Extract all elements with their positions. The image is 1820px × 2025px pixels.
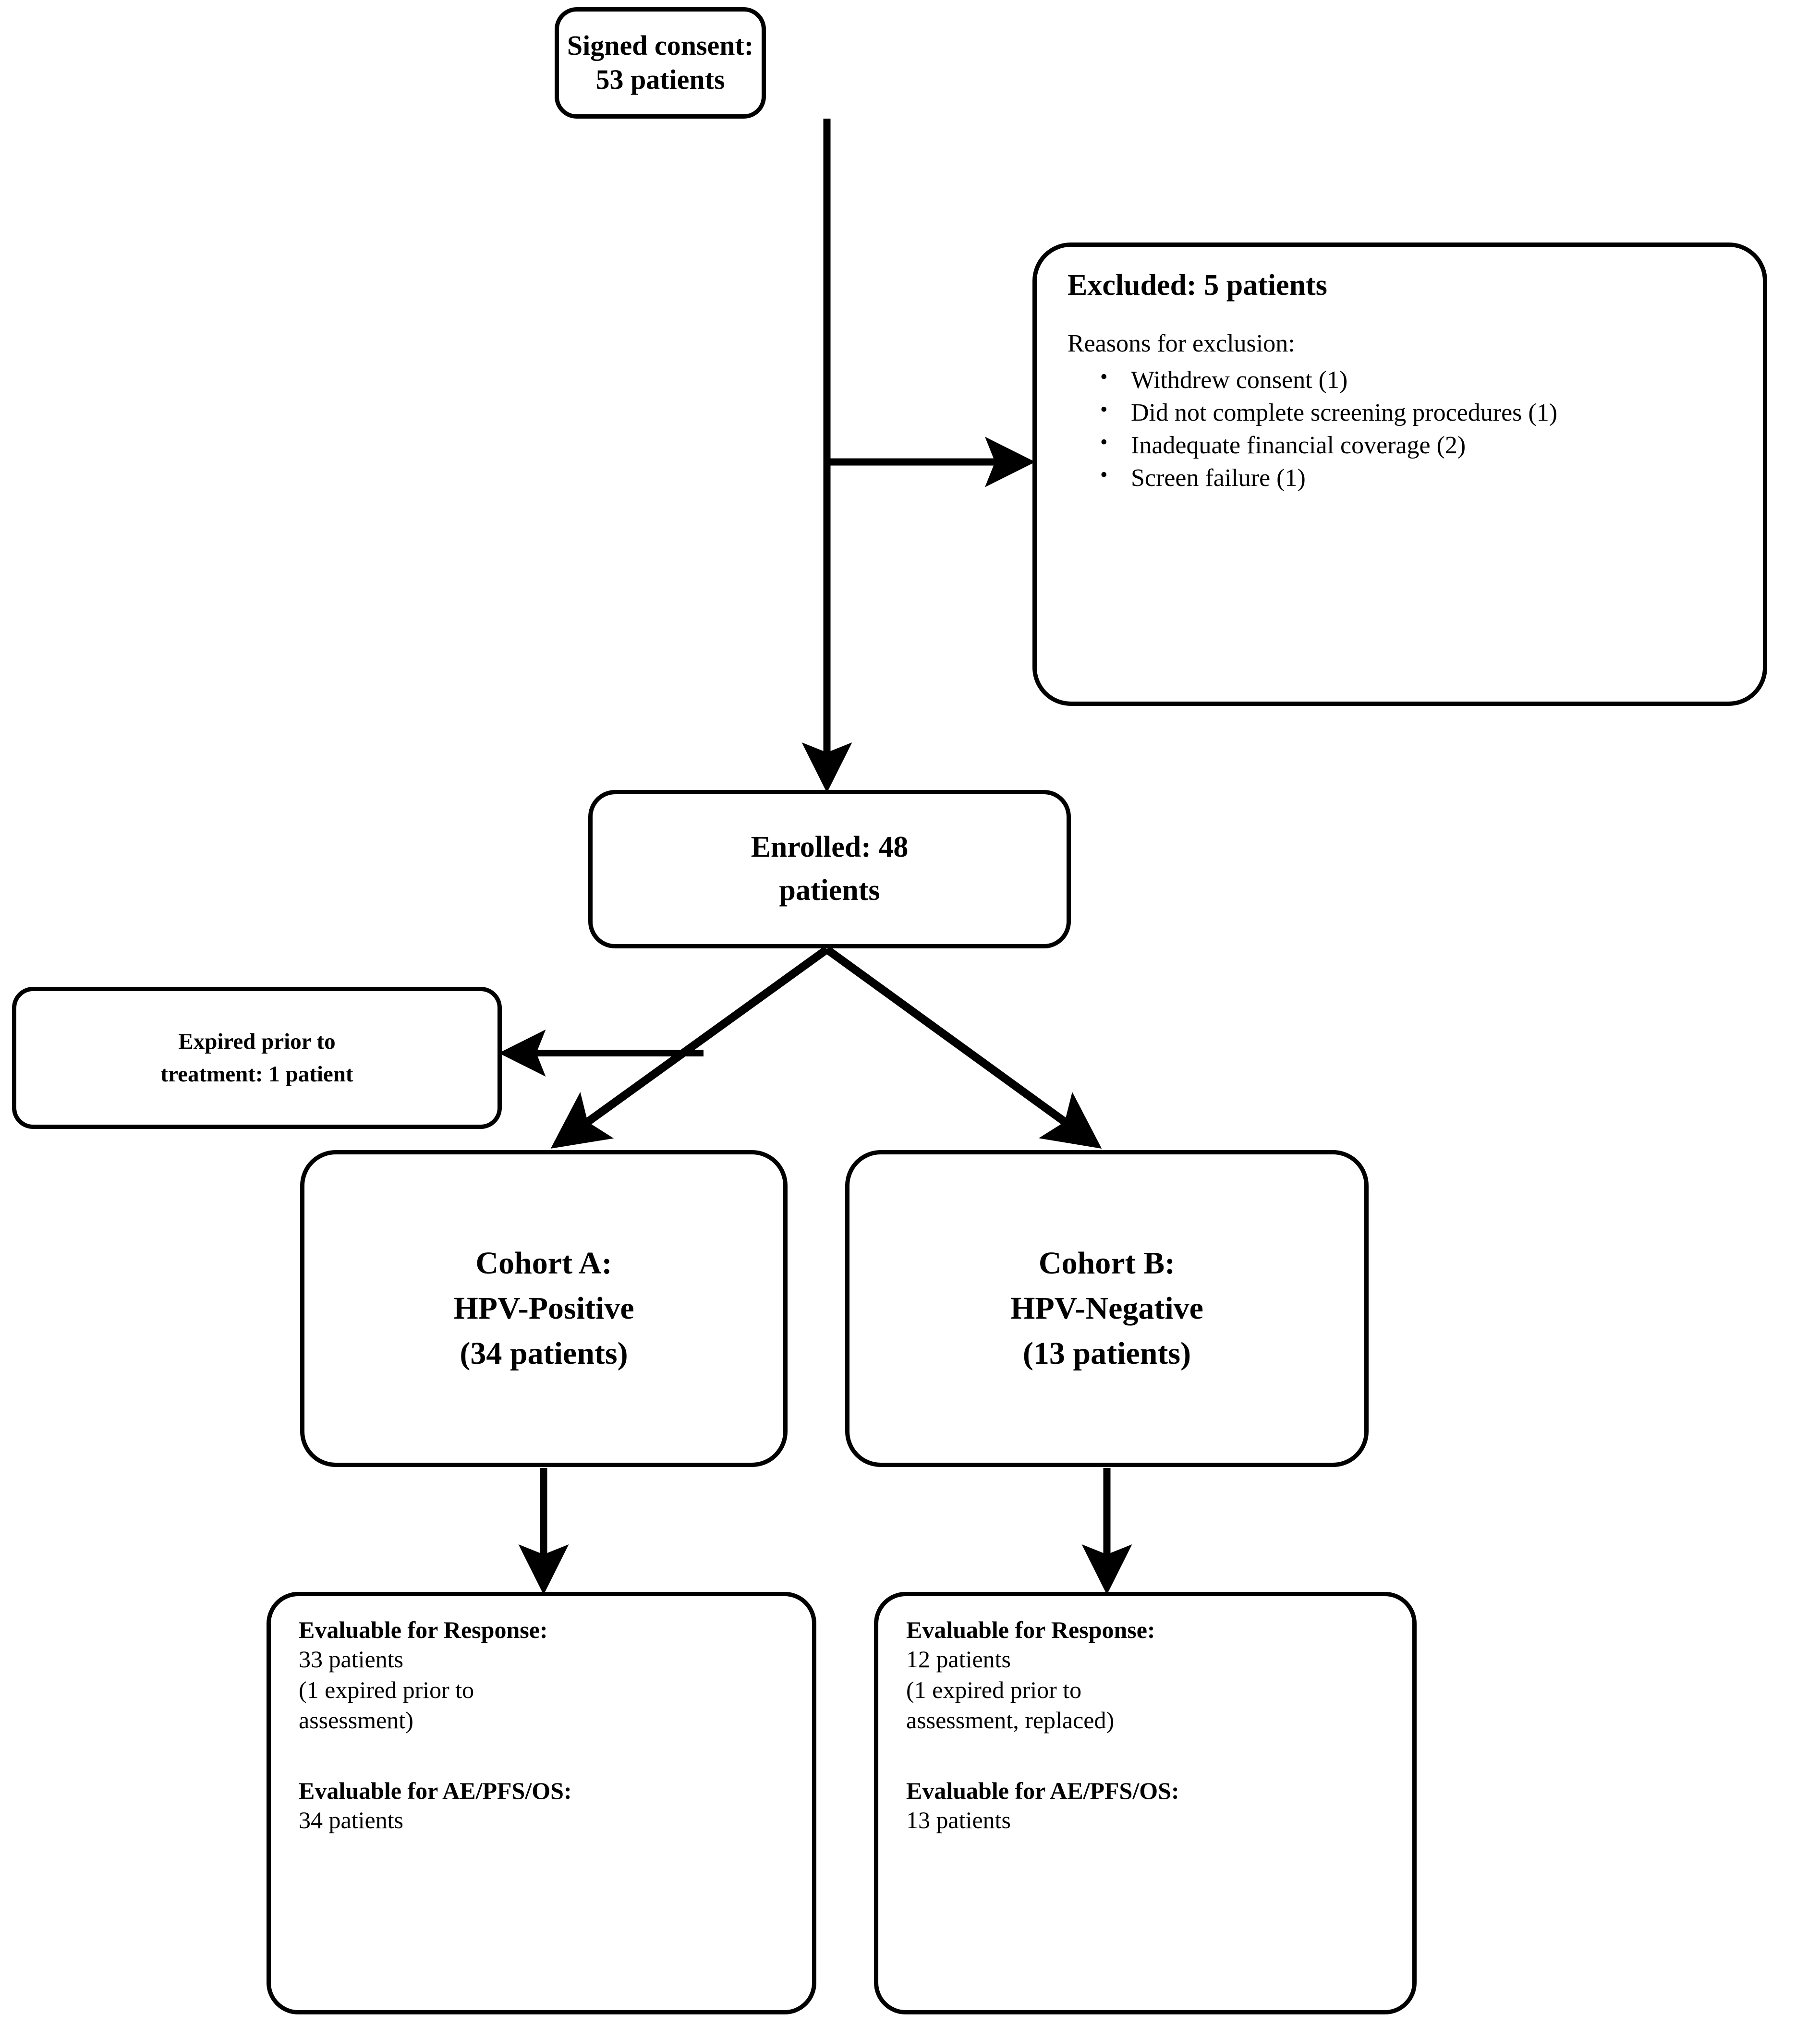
list-item: Screen failure (1)	[1100, 462, 1557, 494]
expired-line-2: treatment: 1 patient	[160, 1062, 353, 1087]
node-evaluable-cohort-b: Evaluable for Response: 12 patients (1 e…	[874, 1592, 1417, 2014]
evaluable-b-response-title: Evaluable for Response:	[906, 1616, 1155, 1643]
cohort-a-line-1: Cohort A:	[475, 1246, 612, 1281]
edge-enrolled-to-cohort-b	[825, 946, 1102, 1149]
expired-line-1: Expired prior to	[178, 1029, 336, 1054]
evaluable-a-ae-body: 34 patients	[299, 1806, 404, 1833]
evaluable-b-response-body: 12 patients (1 expired prior to assessme…	[906, 1646, 1115, 1734]
cohort-b-line-2: HPV-Negative	[1010, 1291, 1203, 1326]
excluded-title: Excluded: 5 patients	[1068, 269, 1327, 302]
evaluable-a-ae-title: Evaluable for AE/PFS/OS:	[299, 1777, 572, 1804]
evaluable-a-response-title: Evaluable for Response:	[299, 1616, 548, 1643]
cohort-b-line-3: (13 patients)	[1022, 1335, 1191, 1371]
edge-enrolled-to-cohort-a	[550, 946, 829, 1149]
node-signed-consent: Signed consent: 53 patients	[555, 7, 766, 119]
signed-consent-line-2: 53 patients	[595, 64, 725, 95]
list-item: Did not complete screening procedures (1…	[1100, 397, 1557, 428]
evaluable-b-ae-body: 13 patients	[906, 1806, 1011, 1833]
signed-consent-line-1: Signed consent:	[567, 30, 754, 61]
cohort-a-line-2: HPV-Positive	[453, 1291, 634, 1326]
excluded-reasons-list: Withdrew consent (1) Did not complete sc…	[1068, 364, 1557, 496]
evaluable-b-ae-title: Evaluable for AE/PFS/OS:	[906, 1777, 1179, 1804]
enrolled-line-1: Enrolled: 48	[751, 831, 909, 864]
evaluable-a-response-body: 33 patients (1 expired prior to assessme…	[299, 1646, 474, 1734]
list-item: Withdrew consent (1)	[1100, 364, 1557, 396]
node-cohort-a: Cohort A: HPV-Positive (34 patients)	[300, 1150, 788, 1467]
excluded-reasons-label: Reasons for exclusion:	[1068, 330, 1295, 358]
node-evaluable-cohort-a: Evaluable for Response: 33 patients (1 e…	[267, 1592, 816, 2014]
node-expired-prior-to-treatment: Expired prior to treatment: 1 patient	[12, 987, 502, 1129]
node-excluded: Excluded: 5 patients Reasons for exclusi…	[1032, 243, 1767, 706]
node-cohort-b: Cohort B: HPV-Negative (13 patients)	[845, 1150, 1369, 1467]
enrolled-line-2: patients	[779, 874, 880, 907]
list-item: Inadequate financial coverage (2)	[1100, 429, 1557, 461]
node-enrolled: Enrolled: 48 patients	[588, 790, 1071, 948]
cohort-a-line-3: (34 patients)	[460, 1335, 628, 1371]
cohort-b-line-1: Cohort B:	[1038, 1246, 1176, 1281]
